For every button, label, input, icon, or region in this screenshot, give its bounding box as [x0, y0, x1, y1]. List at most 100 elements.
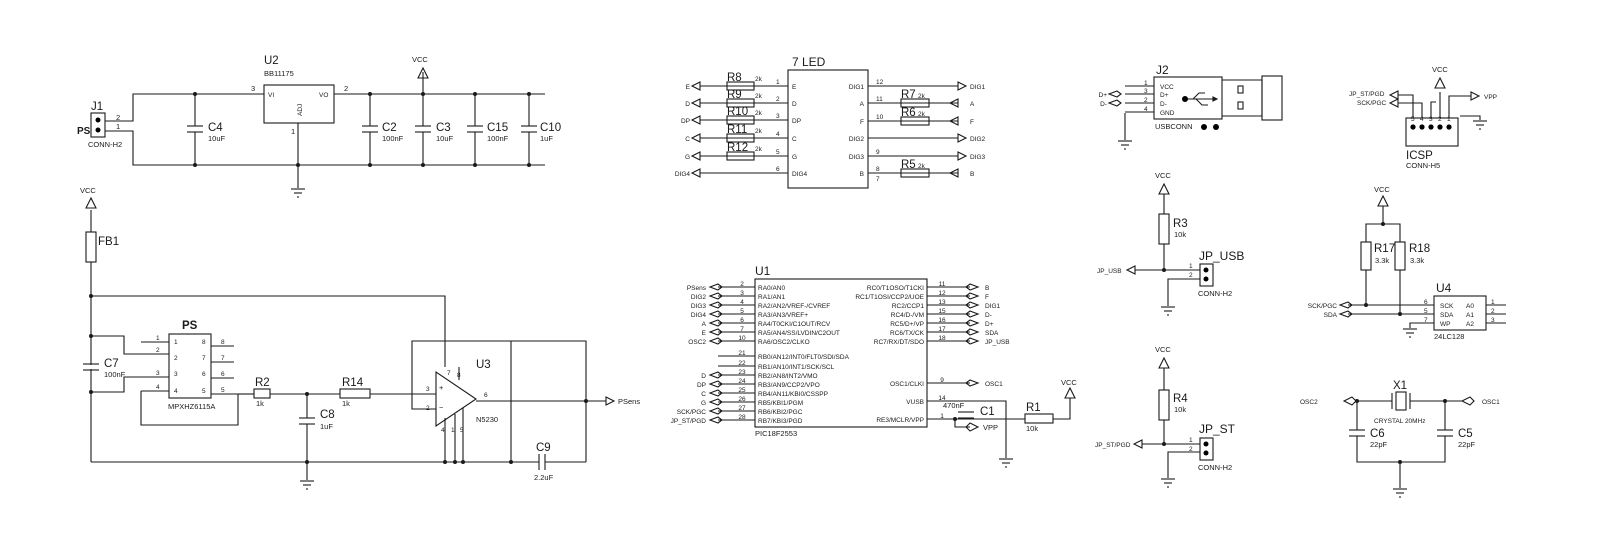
- jp-st-net: JP_ST/PGD: [1095, 442, 1131, 449]
- mcu-pin-name: RC4/D-/VM: [891, 312, 924, 319]
- c9-ref: C9: [536, 442, 551, 454]
- vcc-arrow-icon: [417, 66, 429, 79]
- mcu-pin-number: 6: [740, 317, 744, 324]
- u2-adj: ADJ: [297, 104, 304, 116]
- c9-value: 2.2uF: [534, 473, 554, 482]
- j1-value: CONN-H2: [88, 140, 122, 149]
- sensor-vcc-label: VCC: [80, 186, 96, 195]
- r2-value: 1k: [256, 399, 264, 408]
- mcu-block: U1 PIC18F2553: [754, 264, 928, 438]
- junction: [89, 334, 93, 338]
- vcc-arrow-icon: [1434, 76, 1446, 89]
- ground-symbol: [291, 188, 305, 198]
- eeprom-pin-number: 2: [1491, 308, 1495, 315]
- u3-plus: +: [439, 383, 444, 392]
- usb-wiring: [1118, 113, 1132, 150]
- wire: [1448, 95, 1471, 118]
- resistor-ref: R11: [727, 124, 747, 136]
- jp-usb-pin-circle: [1203, 267, 1209, 273]
- wire: [1460, 115, 1481, 120]
- resistor-value: 2k: [755, 76, 763, 83]
- mcu-pin-name: RA3/AN3/VREF+: [758, 312, 808, 319]
- r1-value: 10k: [1026, 424, 1038, 433]
- usb-plug-icon: [1222, 79, 1263, 117]
- mcu-pin-number: 13: [938, 299, 946, 306]
- led-pin-number: 11: [876, 96, 883, 103]
- u4-part: 24LC128: [1434, 332, 1464, 341]
- usb-net-label: D+: [1099, 92, 1108, 99]
- vcc-arrow-icon: [1158, 356, 1170, 369]
- resistor-ref: R6: [901, 107, 916, 119]
- mcu-net-label: D: [701, 373, 706, 380]
- mcu-pin-number: 28: [738, 414, 746, 421]
- jp-st-header: [1199, 437, 1214, 461]
- ground-symbol: [1473, 120, 1487, 130]
- mcu-pin-number: 18: [938, 335, 946, 342]
- resistor-value: 2k: [918, 111, 926, 118]
- usb-plug-slot: [1237, 85, 1244, 94]
- wire: [1167, 451, 1200, 478]
- led-pin-name: E: [792, 84, 797, 91]
- led-ref: 7 LED: [792, 55, 826, 69]
- mcu-pin-number: 17: [938, 326, 946, 333]
- c3-value: 10uF: [436, 134, 454, 143]
- led-pin-name: F: [860, 119, 864, 126]
- icsp-vcc-label: VCC: [1432, 65, 1448, 74]
- net-port-arrow-icon: [957, 151, 968, 161]
- u2-pin3: 3: [251, 84, 255, 93]
- mcu-net-label: DIG1: [985, 303, 1001, 310]
- eeprom-pin-name: A1: [1466, 312, 1474, 319]
- wire: [954, 419, 970, 428]
- j1-pin2: 2: [116, 113, 120, 122]
- u2-ref: U2: [264, 55, 279, 67]
- mcu-pin-number: 3: [740, 290, 744, 297]
- j1-net-label: PS: [77, 126, 91, 137]
- led-pin-name: DIG3: [849, 154, 865, 161]
- r3-resistor: [1158, 213, 1170, 245]
- c7-ref: C7: [104, 358, 119, 370]
- mcu-pin-name: RA5/AN4/SS/LVDIN/C2OUT: [758, 330, 840, 337]
- junction: [89, 390, 93, 394]
- led-pin-name: A: [860, 101, 865, 108]
- jp-usb-pin: 2: [1189, 272, 1193, 279]
- led-display-body: [787, 69, 869, 189]
- jp-st-pin-circle: [1203, 450, 1209, 456]
- c1-ref: C1: [980, 406, 995, 418]
- u3-minus: −: [439, 403, 444, 412]
- eeprom-net-label: SCK/PGC: [1308, 303, 1338, 310]
- net-port-arrow-icon: [690, 81, 701, 91]
- mcu-pin-number: 11: [939, 281, 946, 288]
- wire: [91, 376, 169, 393]
- icsp-pin-num: 5: [1411, 116, 1415, 123]
- c4-ref: C4: [208, 122, 223, 134]
- net-port-arrow-icon: [1338, 301, 1353, 309]
- mcu-pin-name: RB0/AN12/INT0/FLT0/SDI/SDA: [758, 354, 850, 361]
- mcu-pin-number: 27: [738, 405, 746, 412]
- c2-capacitor: [362, 92, 378, 167]
- fb1-ref: FB1: [98, 236, 119, 248]
- ps-pin-inner: 2: [174, 355, 178, 362]
- ps-pins-right: [211, 345, 234, 379]
- jp-usb-header: [1199, 263, 1214, 287]
- jp-usb-pin-circle: [1203, 276, 1209, 282]
- junction: [1381, 222, 1385, 226]
- vcc-arrow-icon: [1377, 194, 1389, 207]
- mcu-pin-name: RC6/TX/CK: [890, 330, 925, 337]
- r17-ref: R17: [1374, 243, 1395, 255]
- u4-eeprom-body: [1433, 295, 1487, 331]
- jp-st-pin: 1: [1189, 437, 1193, 444]
- net-port-arrow-icon: [690, 151, 701, 161]
- led-segment-resistor: [726, 98, 755, 108]
- usb-pin-name: D-: [1160, 101, 1167, 108]
- led-segment-resistor: [726, 115, 755, 125]
- net-port-arrow-icon: [708, 407, 723, 415]
- resistor-ref: R8: [727, 72, 742, 84]
- jp-st-value: CONN-H2: [1198, 463, 1232, 472]
- mcu-pin-name: RA0/AN0: [758, 285, 785, 292]
- u3-pin1: 1: [451, 427, 455, 434]
- net-port-arrow-icon: [605, 396, 616, 406]
- u2-vo: VO: [319, 92, 328, 99]
- c8-ref: C8: [320, 409, 335, 421]
- eeprom-pin-name: SCK: [1440, 303, 1454, 310]
- u2-pin2: 2: [344, 84, 348, 93]
